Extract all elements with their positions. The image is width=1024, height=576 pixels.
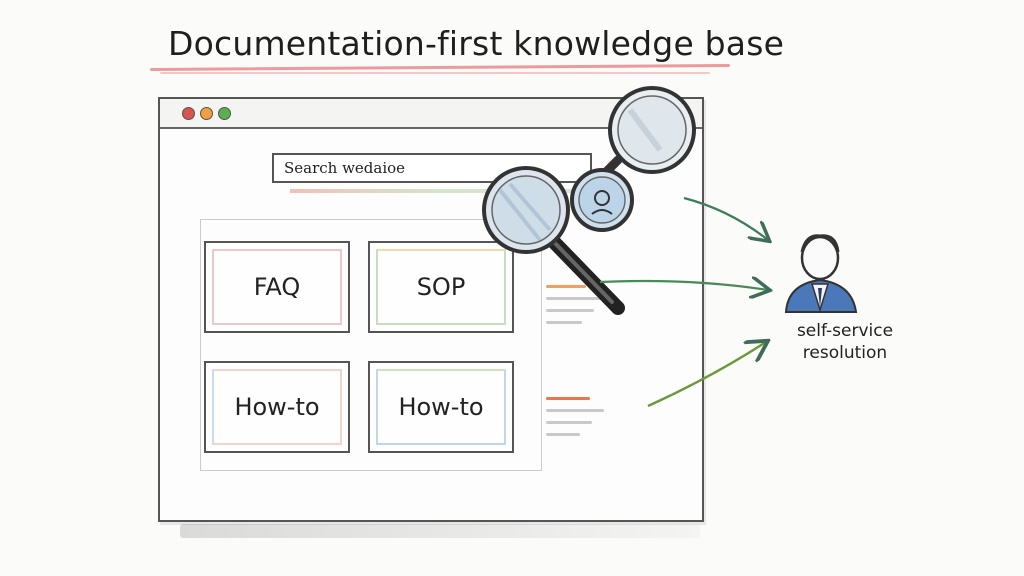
- window-shadow: [180, 524, 700, 538]
- card-howto-1[interactable]: How-to: [204, 361, 350, 453]
- card-faq-label: FAQ: [253, 273, 301, 301]
- content-line: [546, 409, 604, 412]
- user-icon: [784, 234, 858, 313]
- browser-window: Search wedaioe FAQ SOP How-to How-to: [158, 97, 704, 522]
- magnifier-icon: [595, 86, 696, 183]
- content-line: [546, 421, 592, 424]
- maximize-dot-icon[interactable]: [218, 107, 231, 120]
- card-faq[interactable]: FAQ: [204, 241, 350, 333]
- arrow-icon: [683, 196, 768, 240]
- arrow-icon: [647, 342, 766, 408]
- content-lines-top: [546, 285, 601, 333]
- card-howto-2-label: How-to: [398, 393, 484, 421]
- content-line: [546, 433, 580, 436]
- content-line: [546, 397, 590, 400]
- content-line: [546, 285, 586, 288]
- card-howto-2-border: [376, 369, 506, 445]
- outcome-label: self-service resolution: [770, 320, 920, 364]
- content-lines-bottom: [546, 397, 604, 445]
- outcome-line-1: self-service: [796, 321, 894, 341]
- card-howto-1-label: How-to: [234, 393, 320, 421]
- card-sop-border: [376, 249, 506, 325]
- outcome-line-2: resolution: [802, 343, 888, 363]
- card-grid-frame: [200, 219, 542, 471]
- diagram-title: Documentation-first knowledge base: [168, 24, 785, 63]
- close-dot-icon[interactable]: [182, 107, 195, 120]
- magnifier-icon: [482, 166, 625, 315]
- arrow-icon: [599, 281, 768, 290]
- content-line: [546, 321, 582, 324]
- title-underline-secondary: [160, 72, 710, 74]
- card-howto-1-border: [212, 369, 342, 445]
- card-sop[interactable]: SOP: [368, 241, 514, 333]
- minimize-dot-icon[interactable]: [200, 107, 213, 120]
- card-sop-label: SOP: [416, 273, 466, 301]
- content-line: [546, 309, 594, 312]
- card-faq-border: [212, 249, 342, 325]
- search-underline: [290, 189, 580, 193]
- content-line: [546, 297, 601, 300]
- card-howto-2[interactable]: How-to: [368, 361, 514, 453]
- magnifier-icon: [570, 168, 634, 232]
